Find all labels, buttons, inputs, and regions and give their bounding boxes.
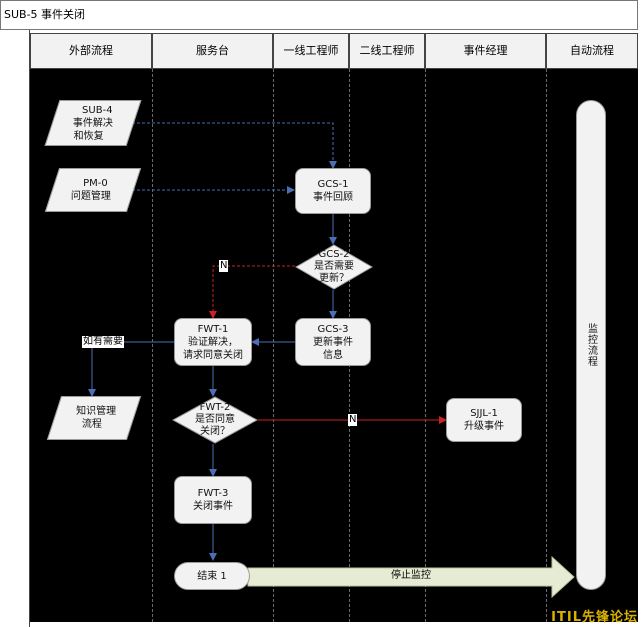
node-fwt2-text: FWT-2 是否同意 关闭？ (172, 396, 258, 444)
lane-header-automation: 自动流程 (546, 33, 638, 69)
node-gcs2-q1: 是否需要 (314, 261, 354, 272)
watermark-text: ITIL先锋论坛 (551, 610, 638, 625)
node-fwt1-text2: 请求同意关闭 (183, 349, 243, 361)
lane-header-incident-manager: 事件经理 (425, 33, 546, 69)
monitor-process-bar (576, 100, 606, 590)
left-margin-strip (0, 30, 30, 627)
node-sjjl1[interactable]: SJJL-1 升级事件 (446, 398, 522, 442)
node-gcs2-q2: 更新？ (319, 273, 349, 284)
node-gcs1[interactable]: GCS-1 事件回顾 (295, 168, 371, 214)
edge-gcs2-fwt1 (209, 265, 295, 319)
edge-sub4-gcs1 (132, 122, 337, 169)
node-fwt2-q1: 是否同意 (195, 414, 235, 425)
node-gcs1-id: GCS-1 (317, 179, 349, 190)
node-end1[interactable]: 结束 1 (174, 562, 250, 590)
stop-monitor-label: 停止监控 (391, 570, 431, 581)
node-fwt1-text1: 验证解决， (188, 336, 238, 348)
node-fwt2[interactable]: FWT-2 是否同意 关闭？ (172, 396, 258, 444)
node-gcs3-text1: 更新事件 (313, 336, 353, 348)
lane-header-tier2: 二线工程师 (349, 33, 425, 69)
monitor-process-label: 监控流程 (585, 323, 597, 367)
node-end1-label: 结束 1 (197, 570, 227, 582)
stop-monitor-arrow (247, 555, 575, 599)
node-sjjl1-id: SJJL-1 (470, 408, 498, 419)
node-sub4[interactable]: SUB-4 事件解决 和恢复 (44, 100, 142, 146)
node-fwt1-id: FWT-1 (197, 323, 229, 335)
node-gcs3-id: GCS-3 (317, 323, 349, 335)
lane-header-tier1: 一线工程师 (273, 33, 349, 69)
node-sub4-text1: 事件解决 (73, 117, 113, 129)
node-gcs2[interactable]: GCS-2 是否需要 更新？ (295, 244, 373, 290)
node-fwt3[interactable]: FWT-3 关闭事件 (174, 476, 252, 524)
node-sjjl1-text: 升级事件 (464, 421, 504, 432)
node-fwt3-text: 关闭事件 (193, 501, 233, 512)
lane-divider (546, 69, 547, 622)
node-knowledge-text1: 知识管理 (76, 406, 117, 417)
lane-header-service-desk: 服务台 (152, 33, 273, 69)
node-sub4-text2: 和恢复 (73, 130, 104, 142)
lane-divider (425, 69, 426, 622)
node-fwt2-id: FWT-2 (199, 402, 231, 413)
node-gcs2-id: GCS-2 (318, 249, 350, 260)
lane-divider (152, 69, 153, 622)
node-fwt1[interactable]: FWT-1 验证解决， 请求同意关闭 (174, 318, 252, 366)
node-gcs3-text2: 信息 (323, 349, 343, 361)
lane-divider (273, 69, 274, 622)
diagram-title: SUB-5 事件关闭 (0, 0, 638, 30)
node-knowledge[interactable]: 知识管理 流程 (46, 396, 142, 440)
edge-label-if-needed: 如有需要 (82, 336, 124, 348)
node-pm0-id: PM-0 (82, 178, 108, 189)
node-gcs3[interactable]: GCS-3 更新事件 信息 (295, 318, 371, 366)
lane-header-external: 外部流程 (30, 33, 152, 69)
node-gcs2-text: GCS-2 是否需要 更新？ (295, 244, 373, 290)
diamond-shape (172, 396, 258, 444)
node-gcs1-text: 事件回顾 (313, 192, 353, 203)
node-knowledge-text2: 流程 (81, 419, 102, 430)
node-fwt2-q2: 关闭？ (200, 426, 230, 437)
node-sub4-id: SUB-4 (81, 104, 113, 116)
node-fwt3-id: FWT-3 (197, 488, 229, 499)
node-pm0[interactable]: PM-0 问题管理 (44, 168, 142, 212)
edge-fwt1-knowledge (88, 341, 174, 397)
node-pm0-text: 问题管理 (70, 191, 111, 202)
edge-label-gcs2-no: N (219, 260, 229, 272)
diamond-shape (295, 244, 373, 290)
edge-label-fwt2-no: N (348, 414, 358, 426)
monitor-process-label-wrap: 监控流程 (576, 100, 606, 590)
